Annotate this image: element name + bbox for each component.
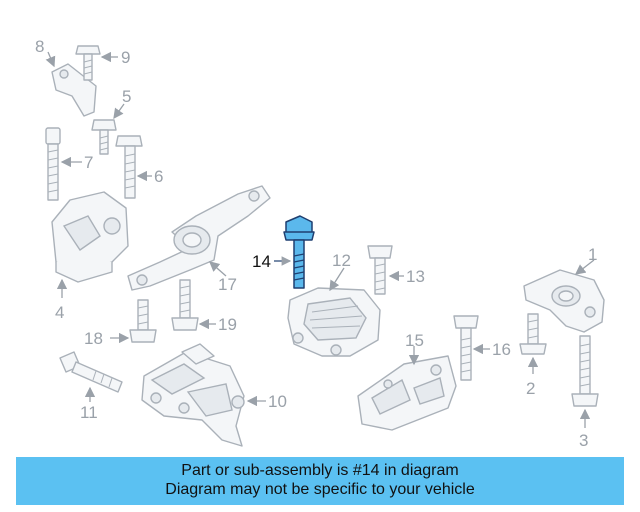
callout-17: 17 [218, 275, 237, 294]
callout-8: 8 [35, 37, 44, 56]
callout-12: 12 [332, 251, 351, 270]
part-5-bolt [91, 119, 117, 155]
part-18-bolt [129, 299, 157, 343]
callout-4: 4 [55, 303, 64, 322]
part-14-bolt-highlighted [283, 215, 315, 289]
callout-2: 2 [526, 379, 535, 398]
banner-line-part-number: Part or sub-assembly is #14 in diagram [181, 462, 459, 479]
callout-1: 1 [588, 245, 597, 264]
callout-14: 14 [252, 252, 271, 271]
callout-13: 13 [406, 267, 425, 286]
part-1-bracket [523, 269, 605, 333]
banner-line-disclaimer: Diagram may not be specific to your vehi… [165, 481, 475, 498]
callout-7: 7 [84, 153, 93, 172]
part-2-bolt [519, 313, 547, 355]
part-11-bolt [59, 351, 123, 393]
callout-10: 10 [268, 392, 287, 411]
callout-5: 5 [122, 87, 131, 106]
part-19-bolt [171, 279, 199, 331]
part-3-bolt [571, 335, 599, 407]
part-13-bolt [367, 245, 393, 295]
callout-16: 16 [492, 340, 511, 359]
part-8-bracket [51, 63, 97, 117]
part-7-stud [45, 127, 61, 201]
part-4-mount [51, 191, 129, 283]
part-6-bolt [115, 135, 143, 199]
part-15-bracket [357, 355, 457, 431]
callout-6: 6 [154, 167, 163, 186]
callout-18: 18 [84, 329, 103, 348]
callout-15: 15 [405, 331, 424, 350]
callout-19: 19 [218, 315, 237, 334]
callout-9: 9 [121, 48, 130, 67]
part-9-bolt [75, 45, 101, 81]
callout-11: 11 [80, 403, 98, 422]
part-info-banner: Part or sub-assembly is #14 in diagram D… [16, 457, 624, 505]
callout-3: 3 [579, 431, 588, 450]
part-10-bracket [141, 343, 245, 447]
part-16-bolt [453, 315, 479, 381]
part-12-mount [287, 287, 381, 357]
part-17-torque-arm [127, 185, 271, 291]
